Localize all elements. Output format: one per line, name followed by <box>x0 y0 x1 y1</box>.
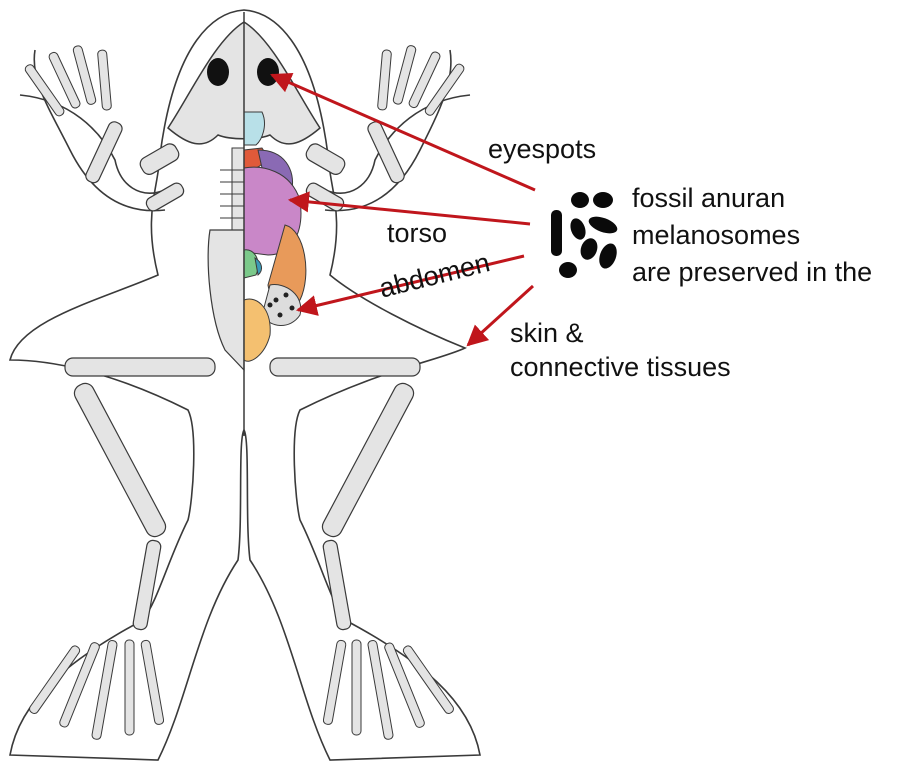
toe-bones <box>28 640 455 740</box>
heading-line-2: melanosomes <box>632 217 872 254</box>
throat <box>244 112 264 145</box>
pelvis <box>208 230 244 370</box>
eyespot-right <box>257 58 279 86</box>
heading-line-1: fossil anuran <box>632 180 872 217</box>
organs <box>244 148 306 361</box>
label-eyespots: eyespots <box>488 136 596 163</box>
label-connective-tissues: connective tissues <box>510 354 731 381</box>
heading-line-3: are preserved in the <box>632 254 872 291</box>
eyespot-left <box>207 58 229 86</box>
melanosome-cluster <box>551 192 620 278</box>
heading-block: fossil anuran melanosomes are preserved … <box>632 180 872 291</box>
leg-bones <box>65 358 420 631</box>
label-skin: skin & <box>510 320 584 347</box>
label-torso: torso <box>387 220 447 247</box>
